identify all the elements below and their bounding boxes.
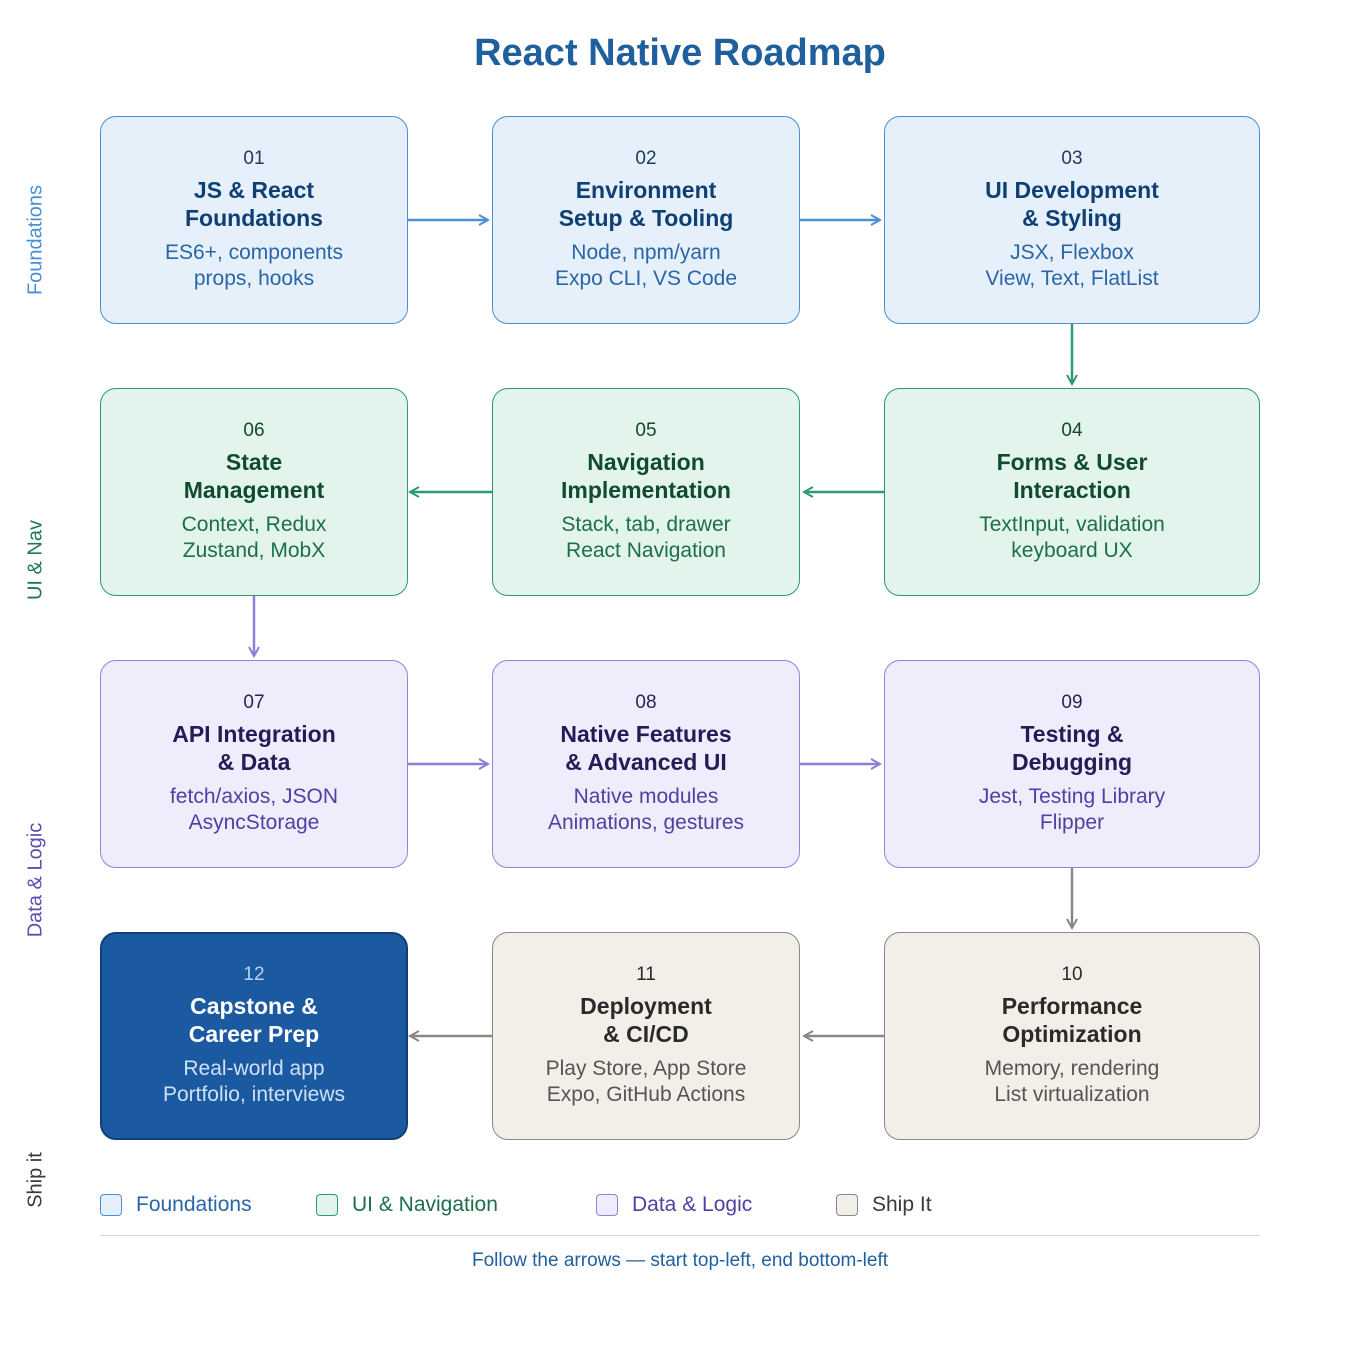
step-number: 08 (635, 692, 657, 713)
step-title: Forms & User (996, 449, 1148, 475)
step-title: & Data (217, 749, 291, 775)
step-desc: Portfolio, interviews (162, 1083, 346, 1106)
step-desc: Memory, rendering (984, 1057, 1160, 1080)
step-08-card: 08 Native Features& Advanced UI Native m… (492, 660, 800, 868)
step-title: State (225, 449, 283, 475)
step-desc: TextInput, validation (979, 513, 1165, 536)
step-title: Implementation (561, 477, 731, 503)
legend-item-ship-it: Ship It (836, 1192, 932, 1218)
step-desc: Flipper (1039, 811, 1105, 834)
step-title: Optimization (1002, 1021, 1142, 1047)
step-desc: ES6+, components (164, 241, 344, 264)
step-desc: Real-world app (183, 1057, 325, 1080)
step-title: & CI/CD (603, 1021, 689, 1047)
step-desc: Zustand, MobX (182, 539, 326, 562)
footer-divider (100, 1235, 1260, 1236)
step-number: 05 (635, 420, 657, 441)
step-desc: React Navigation (566, 539, 726, 562)
step-number: 09 (1061, 692, 1083, 713)
step-title: Native Features (560, 721, 732, 747)
step-desc: List virtualization (994, 1083, 1150, 1106)
step-desc: Jest, Testing Library (978, 785, 1166, 808)
step-desc: keyboard UX (1011, 539, 1133, 562)
legend-item-foundations: Foundations (100, 1192, 252, 1218)
step-desc: props, hooks (193, 267, 315, 290)
step-title: JS & React (193, 177, 315, 203)
legend-item-data-logic: Data & Logic (596, 1192, 752, 1218)
step-number: 02 (635, 148, 657, 169)
step-title: API Integration (172, 721, 336, 747)
legend-swatch (316, 1194, 338, 1216)
step-number: 12 (243, 964, 265, 985)
step-title: Setup & Tooling (558, 205, 734, 231)
step-desc: fetch/axios, JSON (169, 785, 339, 808)
step-title: Interaction (1013, 477, 1131, 503)
legend-swatch (596, 1194, 618, 1216)
step-title: Capstone & (190, 993, 318, 1019)
legend-label: Data & Logic (632, 1193, 753, 1216)
step-title: Testing & (1020, 721, 1124, 747)
step-number: 01 (243, 148, 265, 169)
step-desc: Node, npm/yarn (571, 241, 721, 264)
step-11-card: 11 Deployment& CI/CD Play Store, App Sto… (492, 932, 800, 1140)
page-title: React Native Roadmap (474, 32, 886, 74)
step-title: & Advanced UI (565, 749, 727, 775)
legend-label: Foundations (136, 1193, 252, 1216)
step-number: 11 (636, 964, 656, 985)
step-title: UI Development (985, 177, 1159, 203)
step-desc: Animations, gestures (547, 811, 745, 834)
step-title: & Styling (1022, 205, 1122, 231)
legend-swatch (836, 1194, 858, 1216)
step-number: 04 (1061, 420, 1083, 441)
step-title: Environment (575, 177, 717, 203)
step-desc: Context, Redux (181, 513, 327, 536)
step-desc: Native modules (573, 785, 719, 808)
step-title: Navigation (587, 449, 705, 475)
step-number: 06 (243, 420, 265, 441)
step-desc: Stack, tab, drawer (561, 513, 731, 536)
step-title: Career Prep (188, 1021, 320, 1047)
step-desc: View, Text, FlatList (985, 267, 1159, 290)
step-desc: Expo, GitHub Actions (546, 1083, 746, 1106)
step-09-card: 09 Testing &Debugging Jest, Testing Libr… (884, 660, 1260, 868)
step-title: Deployment (580, 993, 712, 1019)
legend-label: UI & Navigation (352, 1193, 498, 1216)
legend-swatch (100, 1194, 122, 1216)
step-number: 03 (1061, 148, 1083, 169)
step-number: 10 (1061, 964, 1083, 985)
footer-note: Follow the arrows — start top-left, end … (471, 1250, 889, 1271)
step-desc: Expo CLI, VS Code (554, 267, 738, 290)
step-number: 07 (243, 692, 265, 713)
step-title: Performance (1001, 993, 1143, 1019)
step-title: Management (183, 477, 325, 503)
step-title: Foundations (185, 205, 323, 231)
legend-item-ui-navigation: UI & Navigation (316, 1192, 498, 1218)
legend-label: Ship It (872, 1193, 932, 1216)
step-07-card: 07 API Integration& Data fetch/axios, JS… (100, 660, 408, 868)
step-title: Debugging (1011, 749, 1133, 775)
step-desc: Play Store, App Store (545, 1057, 747, 1080)
step-desc: AsyncStorage (188, 811, 320, 834)
step-desc: JSX, Flexbox (1010, 241, 1134, 264)
